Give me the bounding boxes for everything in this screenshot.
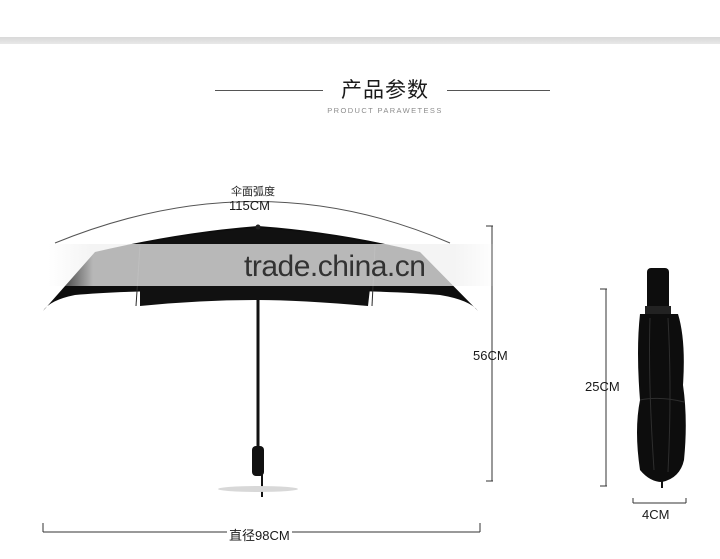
folded-width-measure xyxy=(632,498,687,504)
umbrella-handle xyxy=(252,446,264,476)
top-divider-bar xyxy=(0,37,720,44)
title-rule-left xyxy=(215,90,323,91)
watermark-band xyxy=(48,244,498,286)
arc-value: 115CM xyxy=(229,198,270,213)
diameter-label: 直径98CM xyxy=(227,525,292,544)
arc-label: 伞面弧度 xyxy=(231,186,275,198)
open-height-label: 56CM xyxy=(473,348,508,363)
folded-height-measure xyxy=(600,288,607,487)
title-rule-right xyxy=(447,90,550,91)
watermark-text: trade.china.cn xyxy=(244,250,426,283)
folded-umbrella xyxy=(637,268,686,482)
page-subtitle: PRODUCT PARAWETESS xyxy=(327,106,443,115)
folded-width-label: 4CM xyxy=(642,507,670,522)
canopy-tip xyxy=(255,224,261,230)
folded-height-label: 25CM xyxy=(585,379,620,394)
arc-measure-line xyxy=(54,201,451,244)
folded-canopy-folds xyxy=(639,317,685,473)
ground-shadow xyxy=(218,486,298,492)
page-title: 产品参数 xyxy=(341,78,429,102)
